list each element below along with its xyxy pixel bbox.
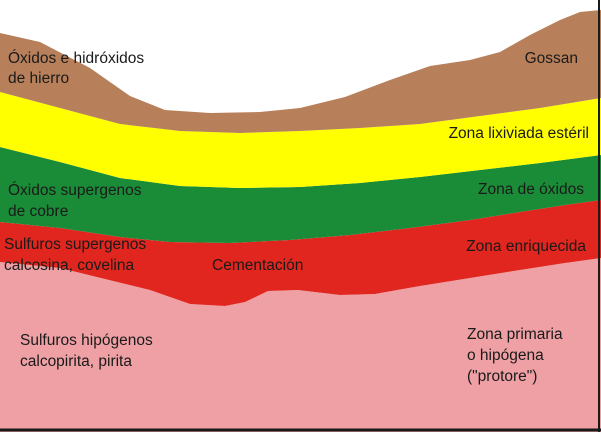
primary-left-label-line: calcopirita, pirita	[20, 353, 132, 370]
oxides-left-label: Óxidos supergenos de cobre	[8, 182, 146, 220]
gossan-left-label-line: Óxidos e hidróxidos	[8, 50, 144, 67]
oxides-right-label-line: Zona de óxidos	[478, 181, 584, 198]
primary-right-label-line: o hipógena	[467, 347, 544, 364]
gossan-right-label: Gossan	[525, 50, 578, 67]
enriched-left-label: Sulfuros supergenos calcosina, covelina	[4, 236, 150, 274]
enriched-zone-band	[0, 200, 601, 306]
gossan-right-label-line: Gossan	[525, 50, 578, 67]
primary-left-label: Sulfuros hipógenos calcopirita, pirita	[20, 332, 157, 370]
enriched-right-label: Zona enriquecida	[466, 238, 586, 255]
enriched-right-label-line: Zona enriquecida	[466, 238, 586, 255]
leached-right-label-line: Zona lixiviada estéril	[449, 125, 589, 142]
oxides-zone-band	[0, 147, 601, 243]
oxides-right-label: Zona de óxidos	[478, 181, 584, 198]
primary-right-label-line: Zona primaria	[467, 326, 563, 343]
oxides-left-label-line: Óxidos supergenos	[8, 182, 142, 199]
cementation-label: Cementación	[212, 257, 303, 274]
leached-right-label: Zona lixiviada estéril	[449, 125, 589, 142]
primary-zone-band	[0, 258, 601, 432]
enriched-left-label-line: Sulfuros supergenos	[4, 236, 146, 253]
primary-right-label: Zona primaria o hipógena ("protore")	[467, 326, 567, 385]
primary-left-label-line: Sulfuros hipógenos	[20, 332, 153, 349]
gossan-left-label: Óxidos e hidróxidos de hierro	[8, 50, 148, 87]
enriched-left-label-line: calcosina, covelina	[4, 257, 134, 274]
leached-zone-band	[0, 92, 601, 188]
gossan-left-label-line: de hierro	[8, 70, 69, 87]
primary-right-label-line: ("protore")	[467, 368, 537, 385]
gossan-zone-band	[0, 10, 601, 133]
oxides-left-label-line: de cobre	[8, 203, 68, 220]
